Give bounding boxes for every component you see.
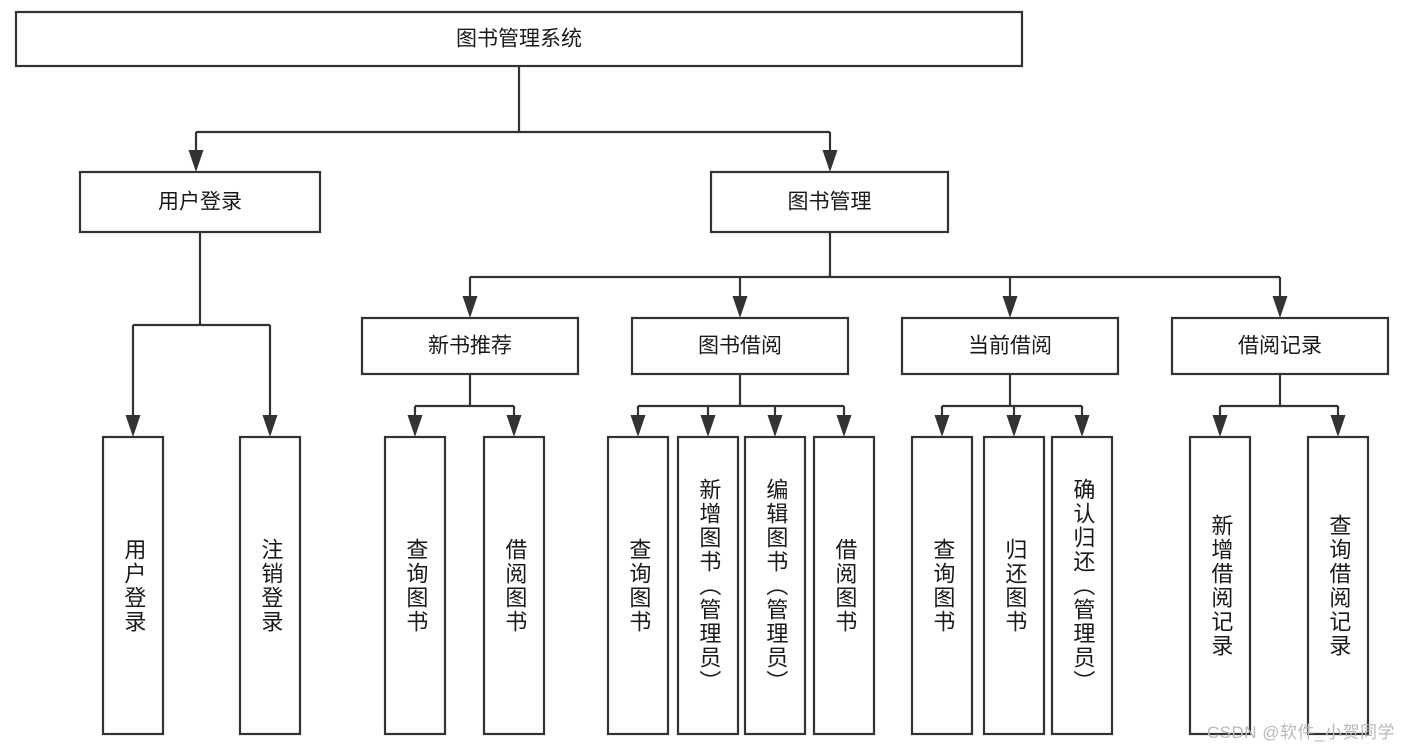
node-box-leaf-record-query[interactable]: [1306, 435, 1370, 736]
watermark-text: CSDN @软件_小贺同学: [1206, 723, 1395, 742]
arrow-to-book-manage: [822, 150, 838, 172]
node-box-leaf-current-return-book[interactable]: [982, 435, 1046, 736]
node-label-root: 图书管理系统: [456, 28, 582, 51]
node-box-book-manage[interactable]: [709, 170, 950, 234]
node-label-borrow-record: 借阅记录: [1238, 335, 1322, 358]
arrow-to-book-borrow: [732, 296, 748, 318]
node-box-leaf-rec-query-book[interactable]: [383, 435, 447, 736]
node-box-leaf-borrow-edit-book[interactable]: [743, 435, 807, 736]
node-label-user-login: 用户登录: [158, 191, 242, 214]
arrow-to-borrow-record: [1272, 296, 1288, 318]
node-box-current-borrow[interactable]: [900, 316, 1120, 376]
node-box-leaf-borrow-query-book[interactable]: [606, 435, 670, 736]
node-box-leaf-rec-borrow-book[interactable]: [482, 435, 546, 736]
node-label-new-book-rec: 新书推荐: [428, 335, 512, 358]
node-label-book-borrow: 图书借阅: [698, 335, 782, 358]
arrow-to-new-book-rec: [462, 296, 478, 318]
arrow-heads-group: [125, 150, 1346, 437]
node-box-leaf-borrow-borrow-book[interactable]: [812, 435, 876, 736]
node-boxes-group: [14, 10, 1390, 736]
arrow-to-leaf-rec-borrow: [506, 415, 522, 437]
arrow-to-leaf-borrow-edit: [767, 415, 783, 437]
arrow-to-leaf-borrow-query: [630, 415, 646, 437]
node-box-leaf-user-login[interactable]: [101, 435, 165, 736]
node-label-current-borrow: 当前借阅: [968, 335, 1052, 358]
node-box-leaf-borrow-add-book[interactable]: [676, 435, 740, 736]
arrow-to-leaf-current-confirm: [1074, 415, 1090, 437]
arrow-to-leaf-rec-query: [407, 415, 423, 437]
node-box-user-login[interactable]: [78, 170, 322, 234]
arrow-to-leaf-record-query: [1330, 415, 1346, 437]
node-box-leaf-current-query-book[interactable]: [910, 435, 974, 736]
arrow-to-user-login: [188, 150, 204, 172]
arrow-to-current-borrow: [1002, 296, 1018, 318]
node-box-leaf-record-add[interactable]: [1188, 435, 1252, 736]
node-box-new-book-rec[interactable]: [360, 316, 580, 376]
arrow-to-leaf-borrow-borrow: [836, 415, 852, 437]
arrow-to-leaf-user-logout: [262, 415, 278, 437]
node-label-book-manage: 图书管理: [788, 191, 872, 214]
node-box-root[interactable]: [14, 10, 1024, 68]
arrow-to-leaf-current-return: [1006, 415, 1022, 437]
arrow-to-leaf-record-add: [1212, 415, 1228, 437]
node-box-borrow-record[interactable]: [1170, 316, 1390, 376]
node-box-book-borrow[interactable]: [630, 316, 850, 376]
arrow-to-leaf-user-login: [125, 415, 141, 437]
node-box-leaf-current-confirm-return[interactable]: [1050, 435, 1114, 736]
arrow-to-leaf-current-query: [934, 415, 950, 437]
node-box-leaf-user-logout[interactable]: [238, 435, 302, 736]
arrow-to-leaf-borrow-add: [700, 415, 716, 437]
